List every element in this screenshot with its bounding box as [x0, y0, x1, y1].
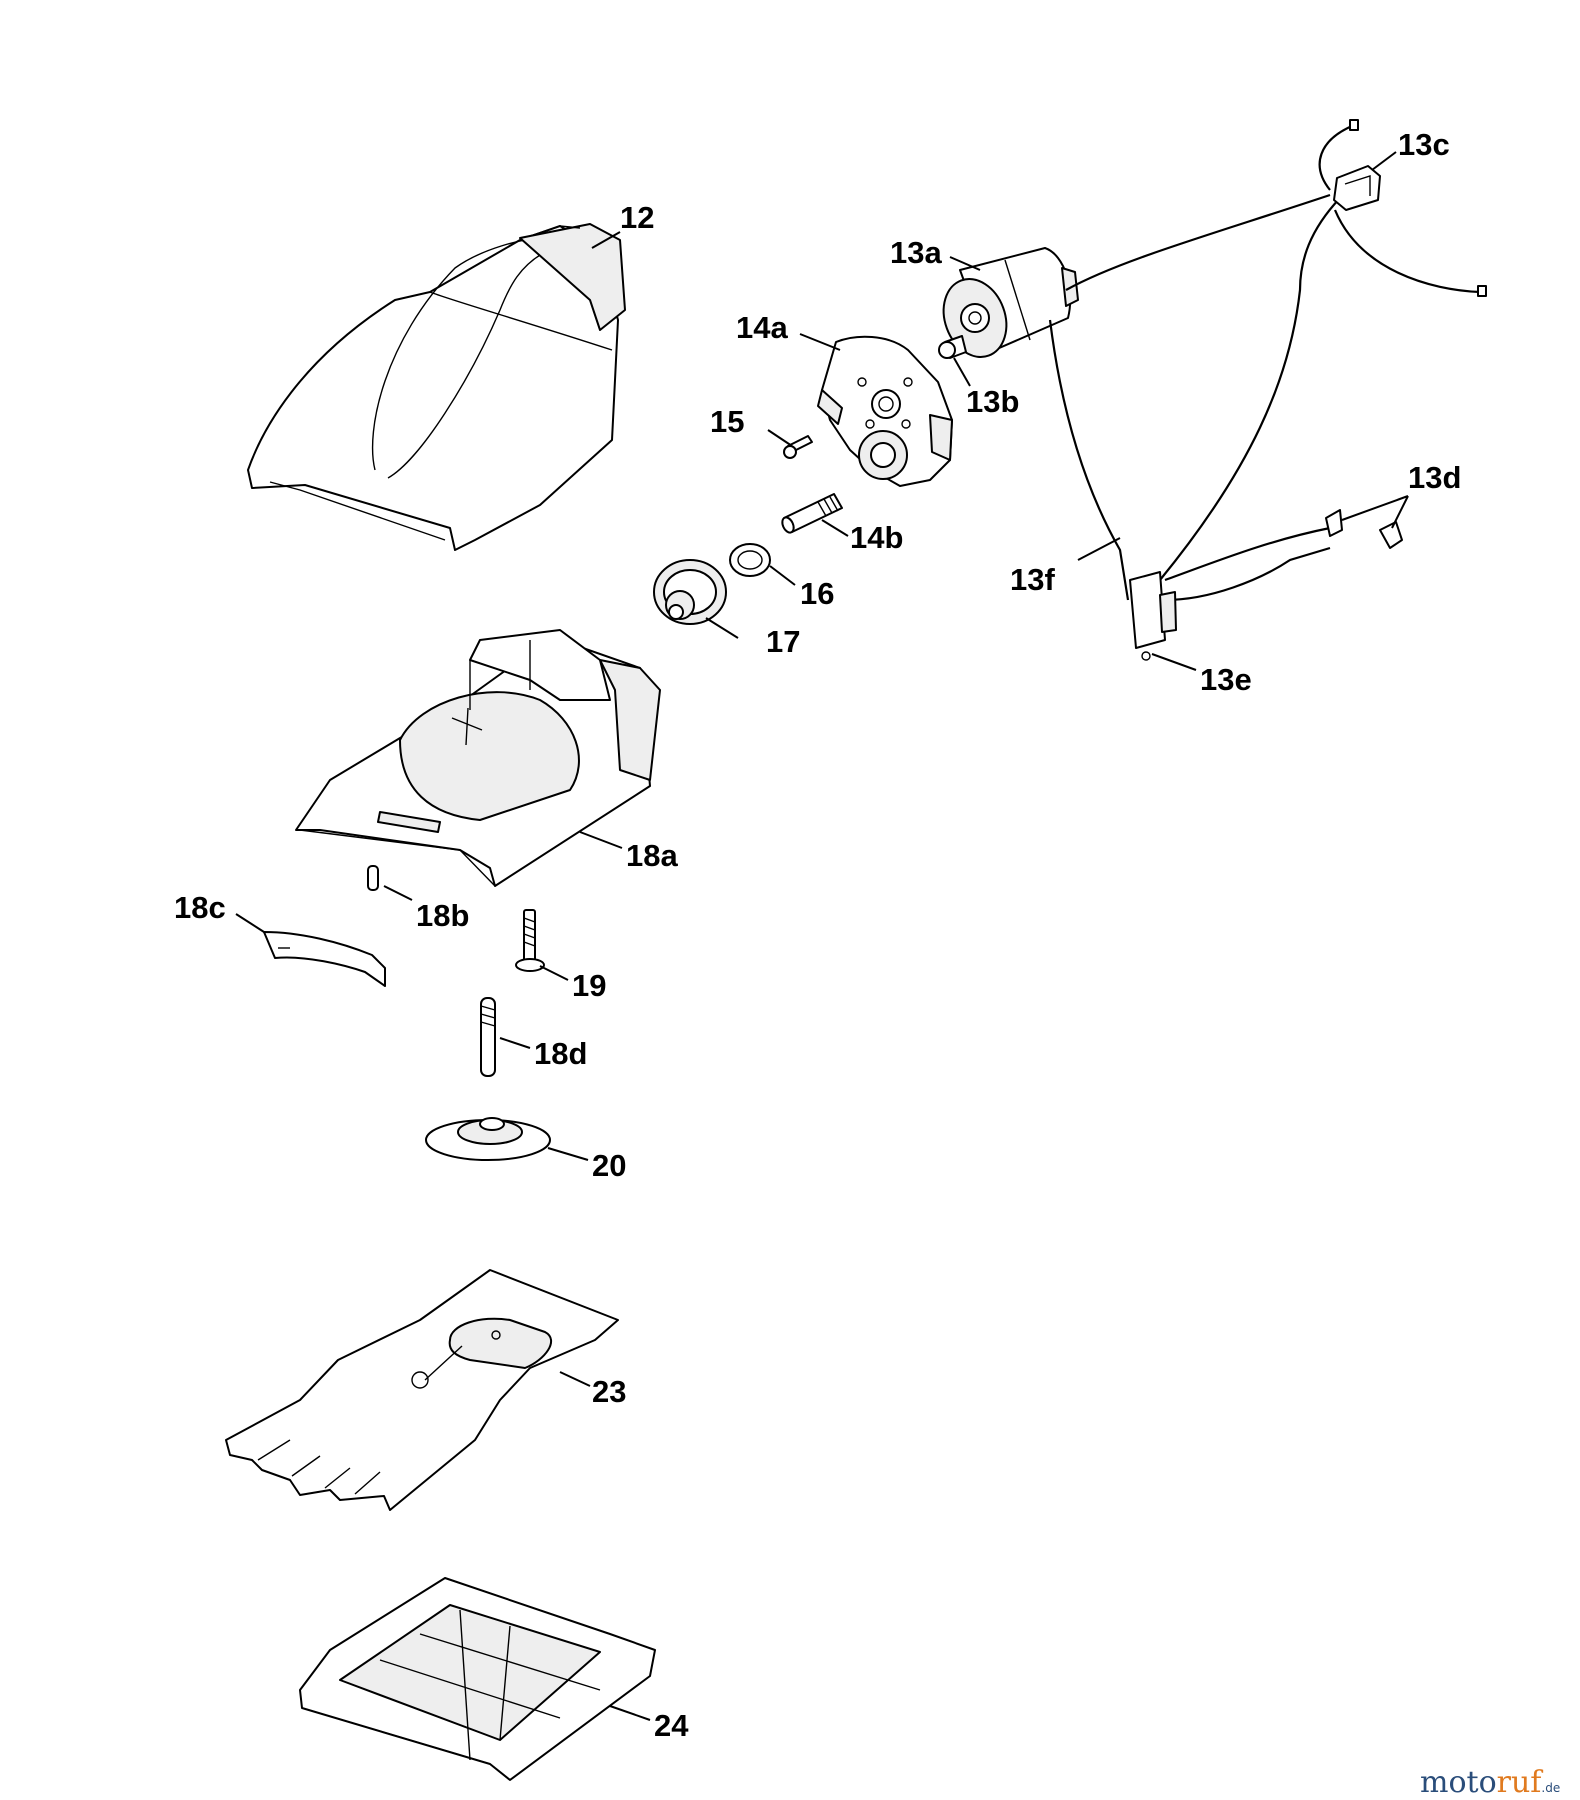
motoruf-logo: motoruf.de — [1420, 1765, 1560, 1800]
part-24-base-plate[interactable] — [299, 1577, 656, 1781]
part-18a-gearbox-housing[interactable] — [295, 629, 661, 887]
part-labels: 12 13c 13a 14a 13b 15 13d 14b 13f 16 17 … — [174, 127, 1461, 1743]
label-19: 19 — [572, 968, 606, 1003]
wiring-harness — [1048, 124, 1481, 602]
logo-text-moto: moto — [1420, 1765, 1497, 1800]
part-16-washer[interactable] — [729, 543, 771, 577]
part-20-disc[interactable] — [425, 1117, 551, 1161]
part-14a-gear-plate[interactable] — [817, 335, 953, 487]
logo-text-ruf: ruf — [1497, 1765, 1544, 1800]
label-13d: 13d — [1408, 460, 1461, 495]
part-18c-slide[interactable] — [263, 931, 386, 987]
label-24: 24 — [654, 1708, 689, 1743]
part-18b-pin[interactable] — [367, 865, 379, 891]
svg-text:motoruf.de: motoruf.de — [1420, 1765, 1560, 1800]
part-19-screw[interactable] — [515, 909, 545, 972]
label-16: 16 — [800, 576, 834, 611]
part-23-blade[interactable] — [225, 1269, 619, 1511]
label-13a: 13a — [890, 235, 942, 270]
label-18c: 18c — [174, 890, 226, 925]
label-14a: 14a — [736, 310, 788, 345]
label-23: 23 — [592, 1374, 626, 1409]
label-15: 15 — [710, 404, 744, 439]
label-20: 20 — [592, 1148, 626, 1183]
label-18a: 18a — [626, 838, 678, 873]
label-12: 12 — [620, 200, 654, 235]
label-18d: 18d — [534, 1036, 587, 1071]
label-14b: 14b — [850, 520, 903, 555]
label-18b: 18b — [416, 898, 469, 933]
part-17-drive-gear[interactable] — [653, 559, 727, 625]
label-13e: 13e — [1200, 662, 1252, 697]
label-13f: 13f — [1010, 562, 1055, 597]
logo-text-suffix: .de — [1541, 1781, 1560, 1795]
part-13b-pinion[interactable] — [938, 335, 967, 359]
leader-lines — [235, 151, 1409, 1721]
part-18d-shaft[interactable] — [480, 997, 496, 1077]
part-13c-connector[interactable] — [1333, 119, 1487, 297]
part-13e-switch[interactable] — [1129, 571, 1177, 661]
label-17: 17 — [766, 624, 800, 659]
label-13c: 13c — [1398, 127, 1450, 162]
label-13b: 13b — [966, 384, 1019, 419]
part-13d-contacts[interactable] — [1325, 509, 1403, 549]
part-12-housing-cover[interactable] — [247, 223, 626, 551]
part-15-screw[interactable] — [783, 435, 813, 459]
part-14b-shaft[interactable] — [780, 493, 843, 534]
